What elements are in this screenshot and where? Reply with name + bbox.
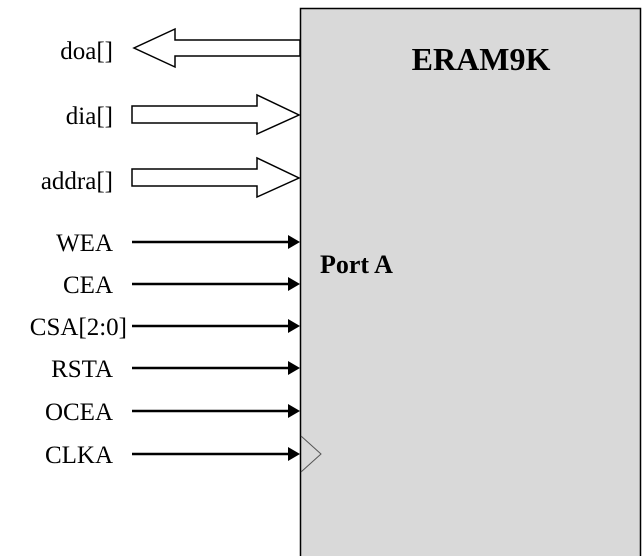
control-signal-rsta: RSTA: [51, 356, 300, 383]
bus-signal-dia: dia[]: [66, 93, 301, 136]
eram9k-block: [299, 7, 642, 556]
signal-arrowhead: [288, 404, 300, 418]
control-signal-ocea: OCEA: [45, 399, 300, 426]
control-signal-label-cea: CEA: [63, 272, 113, 299]
bus-signal-addra: addra[]: [41, 156, 301, 199]
control-signal-cea: CEA: [63, 272, 300, 299]
clock-edge-triangle-icon: [300, 435, 322, 473]
control-signal-csa: CSA[2:0]: [30, 314, 300, 341]
port-a-label: Port A: [320, 250, 393, 279]
signal-arrowhead: [288, 361, 300, 375]
signal-arrowhead: [288, 319, 300, 333]
block-title: ERAM9K: [412, 41, 551, 77]
control-signal-clka: CLKA: [45, 435, 322, 473]
bus-signal-doa: doa[]: [60, 27, 301, 69]
control-signal-wea: WEA: [56, 230, 300, 257]
bus-signal-label-addra: addra[]: [41, 168, 113, 195]
signal-arrowhead: [288, 447, 300, 461]
bus-signal-label-doa: doa[]: [60, 38, 113, 65]
bus-output-arrow: [132, 27, 301, 69]
control-signal-label-rsta: RSTA: [51, 356, 113, 383]
control-signal-label-clka: CLKA: [45, 442, 113, 469]
control-signal-label-ocea: OCEA: [45, 399, 113, 426]
signal-arrowhead: [288, 235, 300, 249]
control-signal-label-wea: WEA: [56, 230, 113, 257]
bus-input-arrow: [131, 93, 301, 136]
bus-signal-label-dia: dia[]: [66, 103, 113, 130]
control-signal-label-csa: CSA[2:0]: [30, 314, 127, 341]
signal-arrowhead: [288, 277, 300, 291]
bus-input-arrow: [131, 156, 301, 199]
